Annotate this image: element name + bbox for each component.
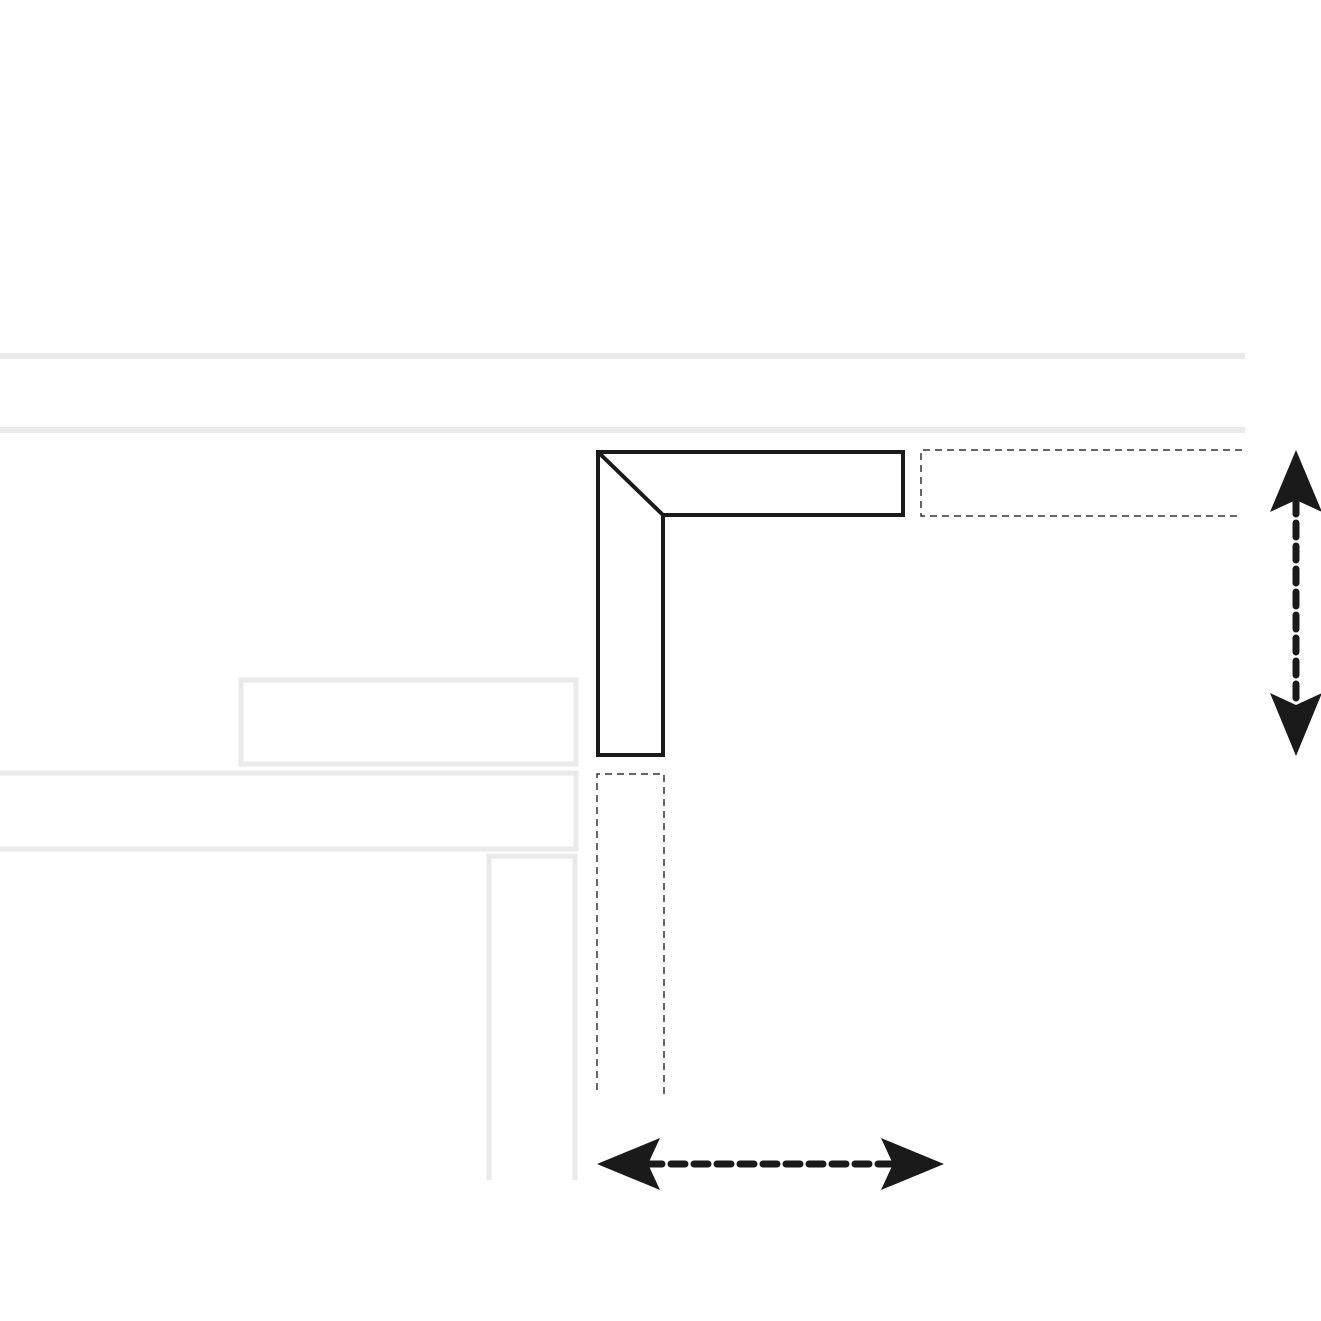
mitred-corner-frame <box>596 450 905 757</box>
context-top-boards <box>0 353 1245 433</box>
mitre-joint-line <box>596 450 665 517</box>
horizontal-arrow-head-left <box>597 1138 660 1190</box>
dashed-guide-horizontal <box>920 449 1242 517</box>
vertical-arrow-head-top <box>1270 450 1321 512</box>
dashed-guide-vertical <box>596 773 665 1095</box>
horizontal-arrow-head-right <box>881 1138 944 1190</box>
dashed-extension-guides <box>596 449 1242 1095</box>
context-block-small <box>238 677 579 767</box>
double-headed-arrow-vertical-icon <box>1270 450 1321 756</box>
context-post <box>486 853 578 1180</box>
double-headed-arrow-horizontal-icon <box>597 1138 944 1190</box>
vertical-arrow-head-bottom <box>1270 693 1321 756</box>
context-block-wide <box>0 770 579 852</box>
context-left-blocks <box>0 677 579 1180</box>
